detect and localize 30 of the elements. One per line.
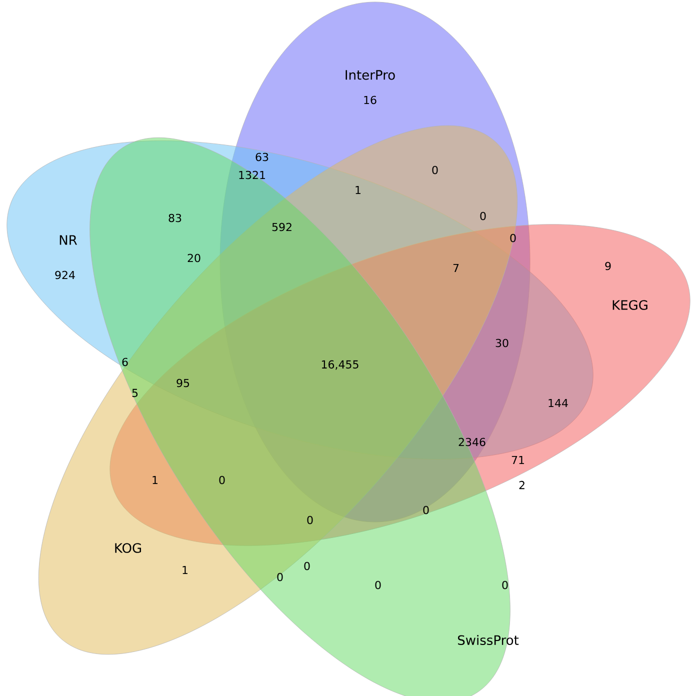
region-count: 30 <box>496 338 508 348</box>
region-count: 5 <box>132 388 138 398</box>
region-count: 16,455 <box>322 360 358 370</box>
region-count: 2 <box>519 480 524 490</box>
region-count: 0 <box>304 562 310 570</box>
region-count: 7 <box>453 264 459 272</box>
region-count: 2346 <box>458 438 486 446</box>
region-count: 0 <box>502 580 508 590</box>
region-count: 20 <box>188 254 200 262</box>
region-count: 83 <box>168 214 182 222</box>
region-count: 0 <box>480 212 486 220</box>
region-count: 1321 <box>239 170 265 180</box>
region-count: 9 <box>605 262 611 270</box>
region-count: 95 <box>176 378 190 388</box>
region-count: 0 <box>375 580 381 590</box>
region-count: 0 <box>219 476 225 484</box>
region-count: 0 <box>432 166 438 174</box>
region-count: 0 <box>307 516 313 524</box>
region-count: 924 <box>55 270 75 280</box>
region-count: 0 <box>277 572 283 582</box>
region-count: 6 <box>122 358 128 366</box>
region-count: 1 <box>356 186 360 194</box>
region-count: 0 <box>510 234 516 242</box>
region-count: 1 <box>182 566 188 574</box>
region-count: 63 <box>256 152 268 162</box>
region-count: 1 <box>152 476 158 484</box>
region-count: 592 <box>272 222 292 232</box>
region-count: 16 <box>364 96 376 104</box>
region-count: 144 <box>548 399 568 407</box>
region-count: 0 <box>423 506 429 514</box>
